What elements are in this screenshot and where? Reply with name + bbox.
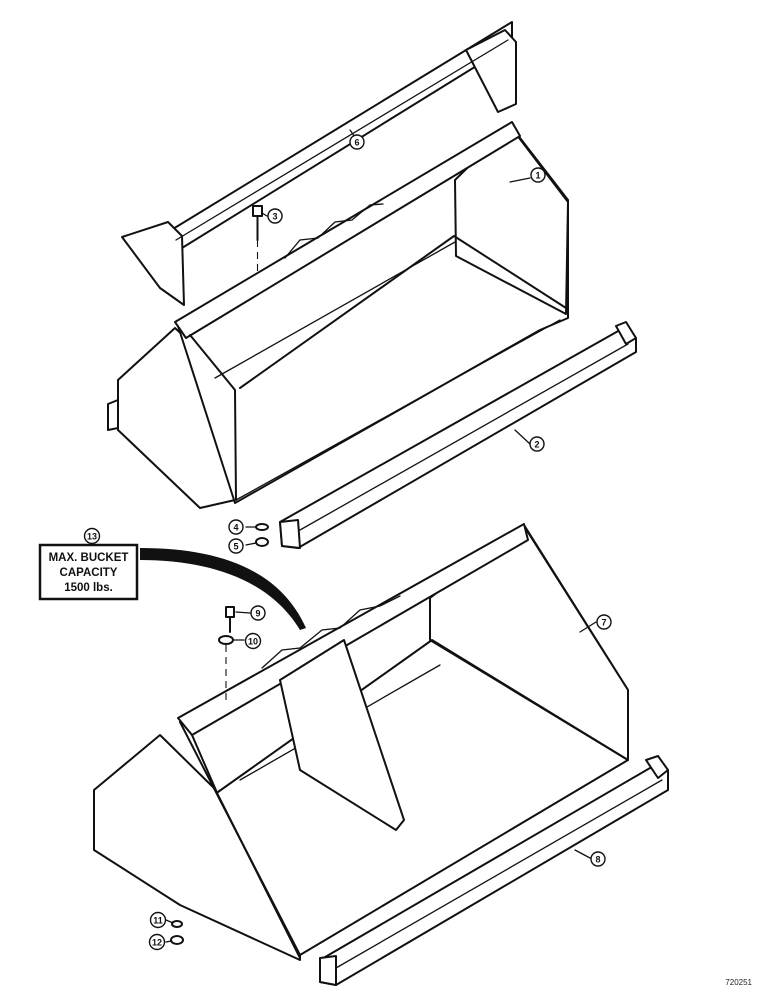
leader-lines [91, 129, 597, 943]
callout-9: 9 [250, 605, 266, 621]
svg-text:12: 12 [152, 938, 162, 948]
part-2-wear-strip [279, 321, 637, 549]
part-4-washer [255, 523, 269, 531]
callout-5: 5 [228, 538, 244, 554]
part-8-wear-strip [319, 755, 669, 986]
figure-number: 720251 [725, 978, 752, 987]
part-10-washer [218, 635, 234, 700]
part-1-bucket-upper [107, 121, 569, 509]
svg-text:6: 6 [354, 138, 359, 148]
callout-11: 11 [149, 911, 167, 929]
svg-text:2: 2 [534, 440, 539, 450]
part-5-nut [255, 537, 269, 547]
part-6-edge-plate [121, 21, 517, 306]
svg-text:5: 5 [233, 542, 238, 552]
decal-line-2: CAPACITY [60, 567, 118, 579]
decal-line-3: 1500 lbs. [64, 582, 113, 594]
svg-text:1: 1 [535, 171, 540, 181]
part-7-bucket-lower [93, 523, 629, 961]
callout-7: 7 [596, 614, 612, 630]
callout-4: 4 [228, 519, 244, 535]
svg-text:8: 8 [595, 855, 600, 865]
part-12-nut [170, 935, 184, 945]
part-9-bolt [225, 606, 235, 633]
svg-text:13: 13 [87, 532, 97, 542]
decal-line-1: MAX. BUCKET [49, 552, 129, 564]
part-11-washer [171, 920, 183, 928]
svg-text:3: 3 [272, 212, 277, 222]
svg-text:9: 9 [255, 609, 260, 619]
part-3-bolt [252, 205, 263, 275]
svg-text:7: 7 [601, 618, 606, 628]
callout-12: 12 [148, 933, 166, 951]
capacity-decal: MAX. BUCKET CAPACITY 1500 lbs. [38, 543, 139, 601]
callout-6: 6 [349, 134, 365, 150]
callout-2: 2 [529, 436, 545, 452]
callout-3: 3 [267, 208, 283, 224]
decal-pointer-arrow [140, 548, 306, 630]
callout-1: 1 [530, 167, 546, 183]
svg-text:11: 11 [153, 916, 163, 926]
callout-10: 10 [244, 632, 262, 650]
callout-8: 8 [590, 851, 606, 867]
callout-13: 13 [83, 527, 101, 545]
svg-text:4: 4 [233, 523, 238, 533]
svg-text:10: 10 [248, 637, 258, 647]
